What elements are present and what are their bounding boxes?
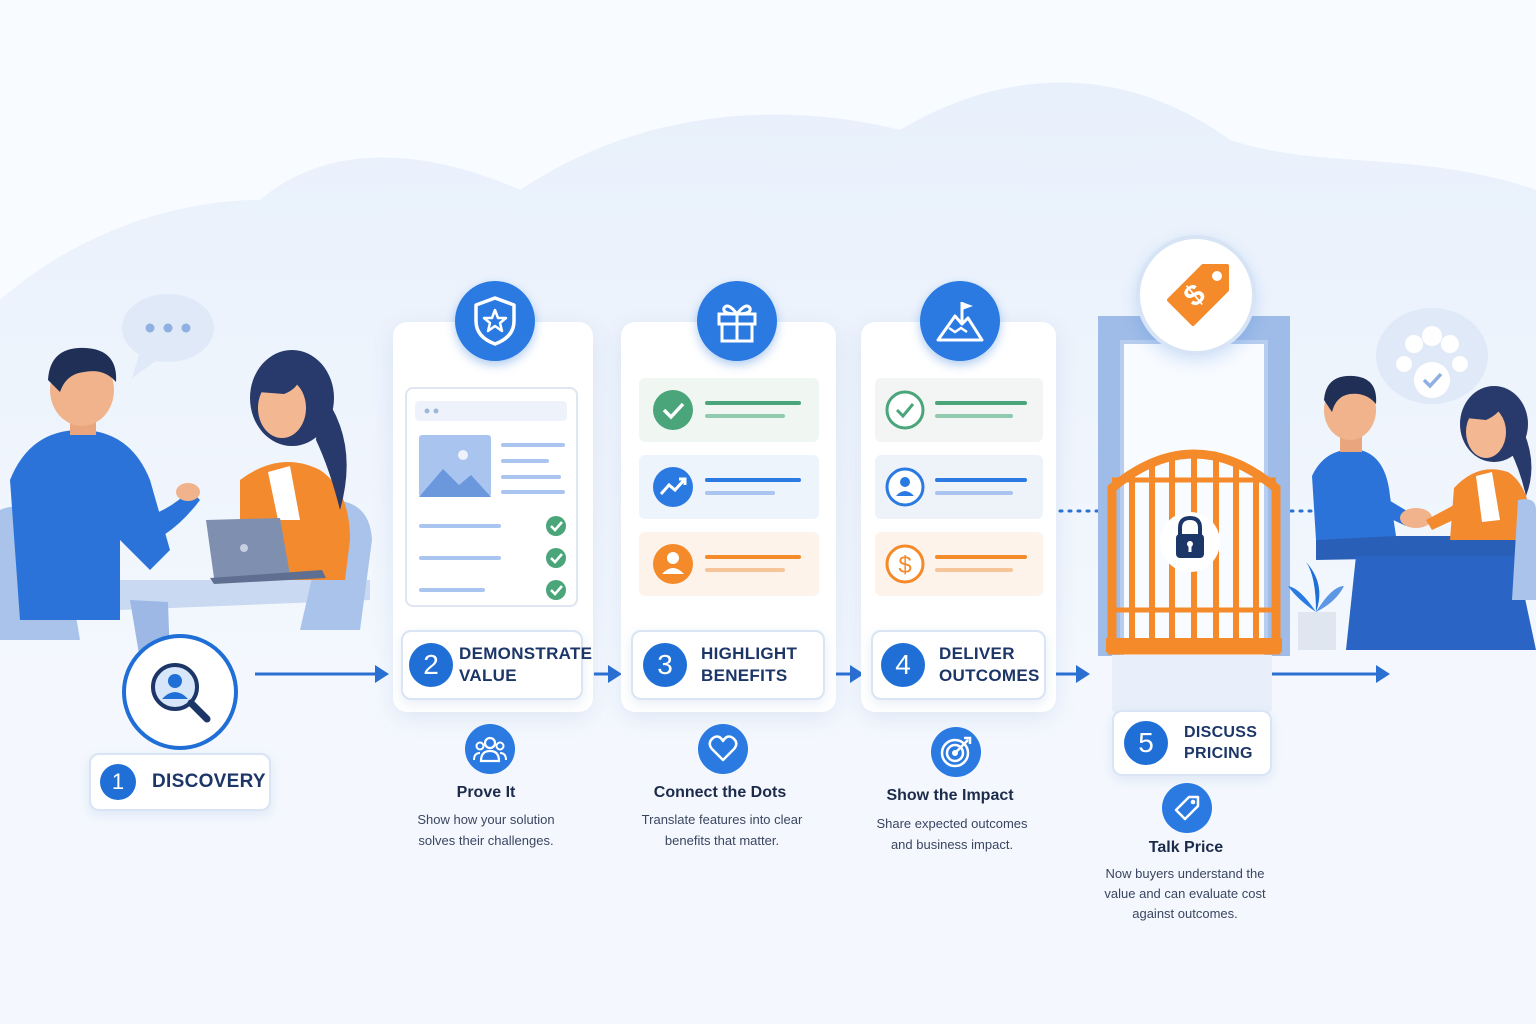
man-figure	[1312, 375, 1412, 540]
handshake-icon	[1400, 508, 1432, 528]
handshake-deal-illustration	[1288, 308, 1536, 650]
woman-figure	[1426, 386, 1534, 540]
benefit-rows	[639, 378, 819, 596]
potted-plant-icon	[1288, 562, 1344, 650]
flow-arrow-5	[1272, 665, 1390, 683]
stage-4-label[interactable]: 4 DELIVER OUTCOMES	[871, 630, 1046, 700]
stage-2-name: DEMONSTRATE VALUE	[459, 644, 593, 685]
check-circle-icon	[546, 516, 566, 536]
people-group-icon	[465, 724, 515, 774]
benefit-4-desc: Share expected outcomes and business imp…	[876, 816, 1028, 852]
check-circle-icon	[885, 390, 925, 430]
benefit-3-desc: Translate features into clear benefits t…	[641, 812, 803, 848]
benefit-2-desc: Show how your solution solves their chal…	[417, 812, 555, 848]
approval-bubble-icon	[1376, 308, 1488, 404]
stage-3-label[interactable]: 3 HIGHLIGHT BENEFITS	[631, 630, 825, 700]
dollar-circle-icon: $	[885, 544, 925, 584]
benefit-3-title: Connect the Dots	[653, 784, 787, 801]
stage-3-number: 3	[643, 643, 687, 687]
outcome-dollar-symbol: $	[898, 552, 911, 579]
outcome-rows: $	[875, 378, 1043, 596]
target-icon	[931, 727, 981, 777]
user-circle-icon	[653, 544, 693, 584]
check-circle-icon	[546, 580, 566, 600]
padlock-icon	[1160, 512, 1220, 572]
flow-arrow-4	[1056, 665, 1090, 683]
speech-bubble-icon	[122, 294, 214, 378]
shield-star-icon	[455, 281, 535, 361]
stage-5-number: 5	[1124, 721, 1168, 765]
check-circle-icon	[653, 390, 693, 430]
man-figure	[10, 347, 200, 620]
mountain-flag-icon	[920, 281, 1000, 361]
stage-3-name: HIGHLIGHT BENEFITS	[701, 644, 798, 685]
discovery-magnifier-icon	[122, 634, 238, 750]
benefit-2-title: Prove It	[456, 784, 516, 801]
stage-1-name: DISCOVERY	[152, 771, 266, 792]
flow-arrow-2	[594, 665, 622, 683]
flow-arrow-3	[836, 665, 864, 683]
benefit-5-title: Talk Price	[1148, 839, 1224, 856]
demo-window-mockup	[405, 387, 578, 607]
tag-icon	[1162, 783, 1212, 833]
check-circle-icon	[546, 548, 566, 568]
stage-4-number: 4	[881, 643, 925, 687]
stage-5-label[interactable]: 5 DISCUSS PRICING	[1112, 710, 1272, 776]
discovery-meeting-illustration	[0, 294, 372, 660]
stage-4-name: DELIVER OUTCOMES	[939, 644, 1040, 685]
benefit-5-desc: Now buyers understand the value and can …	[1104, 866, 1266, 921]
user-circle-icon	[885, 467, 925, 507]
pricing-gate-illustration	[1098, 316, 1290, 656]
benefit-4-title: Show the Impact	[886, 787, 1014, 804]
trend-up-icon	[653, 467, 693, 507]
stage-5-name: DISCUSS PRICING	[1184, 724, 1258, 762]
stage-2-label[interactable]: 2 DEMONSTRATE VALUE	[401, 630, 592, 700]
woman-figure	[206, 350, 350, 584]
stage-1-label[interactable]: 1 DISCOVERY	[89, 753, 271, 811]
flow-arrow-1	[255, 665, 389, 683]
heart-icon	[698, 724, 748, 774]
gate-base	[1112, 655, 1272, 715]
stage-2-number: 2	[409, 643, 453, 687]
gift-icon	[697, 281, 777, 361]
price-tag-icon: $	[1136, 235, 1256, 355]
stage-1-number: 1	[100, 764, 136, 800]
